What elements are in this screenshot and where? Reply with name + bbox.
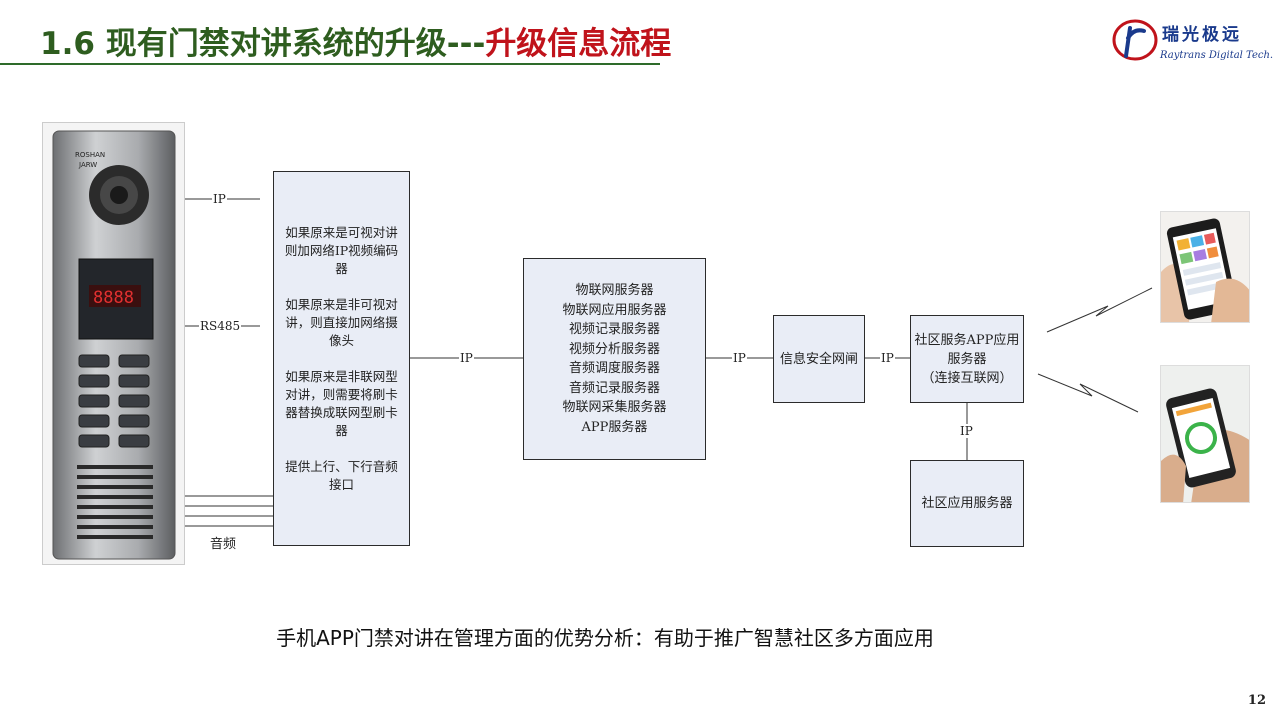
app-server-text-line: 社区服务APP应用	[914, 332, 1020, 348]
encoder-text-line: 提供上行、下行音频	[285, 458, 398, 474]
community-server-box: 社区应用服务器	[910, 460, 1024, 547]
encoder-text-line: 如果原来是非联网型	[285, 368, 398, 384]
server-item: 物联网服务器	[575, 283, 654, 298]
label-audio: 音频	[209, 537, 238, 552]
encoder-text-line: 则加网络IP视频编码	[284, 242, 399, 258]
encoder-text-line: 如果原来是非可视对	[285, 296, 398, 312]
label-rs485: RS485	[199, 319, 242, 333]
server-item: 物联网采集服务器	[562, 400, 667, 415]
label-ip-servers: IP	[459, 351, 474, 365]
gateway-label: 信息安全网闸	[779, 351, 858, 367]
encoder-text-line: 讲，则直接加网络摄	[285, 314, 398, 330]
security-gateway-box: 信息安全网闸	[773, 315, 865, 403]
phone-photo-1	[1160, 211, 1250, 323]
page-title: 1.6 现有门禁对讲系统的升级---升级信息流程	[40, 18, 671, 63]
logo-chinese-name: 瑞光极远	[1162, 25, 1242, 45]
wireless-link-2	[1037, 373, 1139, 413]
intercom-panel-image: ROSHAN JARW 8888	[42, 122, 185, 565]
company-logo: 瑞光极远 Raytrans Digital Tech.	[1110, 14, 1274, 68]
app-server-text-line: 服务器	[947, 351, 987, 367]
encoder-text-line: 对讲，则需要将刷卡	[285, 386, 398, 402]
server-item: 物联网应用服务器	[562, 302, 667, 318]
encoder-text-line: 像头	[328, 332, 354, 348]
encoder-adapter-box: 如果原来是可视对讲 则加网络IP视频编码 器 如果原来是非可视对 讲，则直接加网…	[273, 171, 410, 546]
app-server-box: 社区服务APP应用 服务器 （连接互联网）	[910, 315, 1024, 403]
label-ip-app-server: IP	[880, 351, 895, 365]
encoder-text-line: 接口	[328, 476, 354, 492]
page-number: 12	[1247, 693, 1266, 708]
encoder-text-line: 器	[335, 422, 348, 438]
server-item: 音频调度服务器	[568, 361, 660, 376]
wireless-link-1	[1046, 287, 1153, 333]
logo-english-name: Raytrans Digital Tech.	[1160, 50, 1274, 61]
title-highlight: 升级信息流程	[485, 26, 672, 62]
bottom-caption: 手机APP门禁对讲在管理方面的优势分析：有助于推广智慧社区多方面应用	[276, 626, 934, 650]
label-ip-gateway: IP	[732, 351, 747, 365]
iot-servers-box: 物联网服务器 物联网应用服务器 视频记录服务器 视频分析服务器 音频调度服务器 …	[523, 258, 706, 460]
svg-text:ROSHAN: ROSHAN	[75, 151, 105, 159]
svg-text:8888: 8888	[93, 288, 134, 308]
server-item: APP服务器	[581, 419, 648, 435]
server-item: 音频记录服务器	[568, 380, 660, 396]
label-ip-community: IP	[959, 424, 974, 438]
server-item: 视频分析服务器	[568, 341, 660, 357]
intercom-device-icon: ROSHAN JARW 8888	[52, 130, 176, 560]
smartphone-scan-icon	[1161, 366, 1249, 502]
community-server-label: 社区应用服务器	[921, 496, 1013, 511]
title-underline	[0, 63, 660, 65]
server-item: 视频记录服务器	[568, 322, 660, 337]
phone-photo-2	[1160, 365, 1250, 503]
title-main: 1.6 现有门禁对讲系统的升级---	[40, 26, 486, 62]
encoder-text-line: 如果原来是可视对讲	[285, 224, 398, 240]
encoder-text-line: 器	[335, 260, 348, 276]
logo-r-icon	[1112, 19, 1158, 61]
label-ip-panel: IP	[212, 192, 227, 206]
smartphone-app-icon	[1161, 212, 1249, 322]
encoder-text-line: 器替换成联网型刷卡	[285, 404, 398, 420]
app-server-text-line: （连接互联网）	[921, 370, 1013, 386]
svg-text:JARW: JARW	[78, 161, 97, 169]
